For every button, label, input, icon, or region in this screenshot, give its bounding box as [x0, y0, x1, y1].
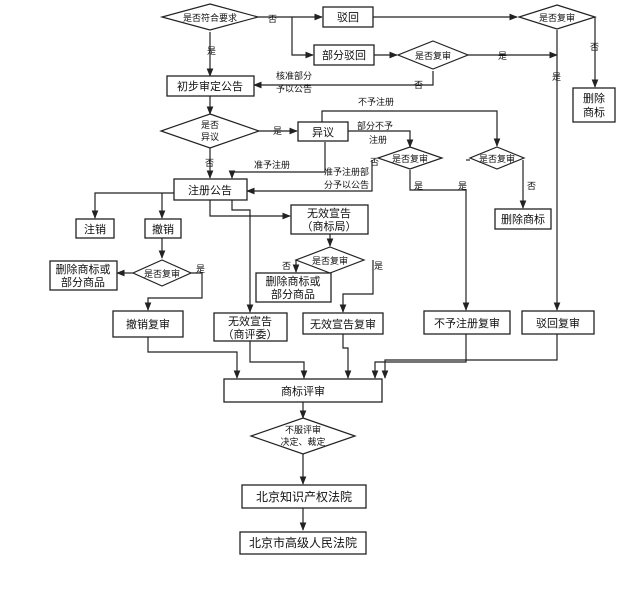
box-reject-review: 驳回复审 [521, 310, 595, 335]
box-delete-mid-text-2: 部分商品 [271, 287, 315, 301]
decision-disagree-text-2: 决定、裁定 [280, 436, 325, 448]
decision-review-reject-text: 是否复审 [539, 12, 575, 24]
decision-review-objection-2-text: 是否复审 [479, 153, 515, 165]
box-revoke-review: 撤销复审 [112, 310, 184, 338]
decision-review-objection-1: 是否复审 [376, 146, 444, 170]
box-delete-mid: 删除商标或 部分商品 [255, 272, 332, 303]
edge-label-no-4: 否 [205, 158, 214, 169]
box-delete-left-text-1: 删除商标或 [56, 262, 111, 276]
edge-label-no-3: 否 [590, 42, 599, 53]
decision-objection: 是否 异议 [159, 113, 261, 149]
box-prelim-text: 初步审定公告 [177, 79, 243, 93]
decision-objection-text-1: 是否 [201, 120, 219, 131]
edge-label-yes-2: 是 [498, 51, 507, 62]
box-register-text: 注册公告 [188, 183, 232, 197]
edge-label-yes-7: 是 [196, 264, 205, 275]
box-bj-ip-court-text: 北京知识产权法院 [256, 490, 352, 504]
box-invalid-board: 无效宣告 （商评委） [213, 312, 288, 342]
decision-review-objection-1-text: 是否复审 [392, 153, 428, 165]
box-partial-reject-text: 部分驳回 [322, 48, 366, 62]
box-invalid-office-text-1: 无效宣告 [307, 206, 351, 220]
box-delete-mark-right-text-1: 删除 [583, 91, 605, 105]
box-delete-mark-mid-text: 删除商标 [501, 212, 545, 226]
edge-label-yes-1: 是 [207, 46, 216, 57]
edge-label-partial-not-1: 部分不予 [357, 120, 393, 132]
box-delete-mark-right-text-2: 商标 [583, 105, 605, 119]
box-noreg-review: 不予注册复审 [423, 310, 511, 335]
decision-objection-text-2: 异议 [201, 132, 219, 143]
box-revoke: 撤销 [144, 218, 182, 239]
decision-review-invalid: 是否复审 [294, 246, 366, 274]
decision-meets-requirements: 是否符合要求 [159, 3, 261, 31]
edge-label-partial-not-2: 注册 [369, 134, 387, 146]
decision-disagree: 不服评审 决定、裁定 [249, 417, 357, 455]
edge-label-no-6: 否 [527, 181, 536, 192]
edge-label-no-2: 否 [414, 80, 423, 91]
edge-label-no-5: 否 [370, 157, 379, 168]
edge-label-approve-partial-2: 分予以公告 [324, 179, 369, 191]
decision-review-revoke: 是否复审 [131, 259, 193, 287]
box-invalid-office-text-2: （商标局） [302, 219, 357, 233]
edge-label-yes-5: 是 [414, 181, 423, 192]
box-partial-reject: 部分驳回 [313, 44, 375, 66]
edge-label-partial-approve-1: 核准部分 [276, 70, 312, 82]
edge-label-no-1: 否 [268, 14, 277, 25]
edge-labels: 否 是 是 否 否 是 核准部分 予以公告 是 否 不予注册 部分不予 注册 准… [196, 14, 599, 275]
box-delete-mark-mid: 删除商标 [494, 208, 552, 230]
box-invalid-review: 无效宣告复审 [302, 312, 384, 335]
box-reject-review-text: 驳回复审 [536, 316, 580, 330]
decision-review-revoke-text: 是否复审 [144, 268, 180, 280]
box-reject-text: 驳回 [337, 11, 359, 24]
box-objection: 异议 [297, 121, 349, 142]
edge-label-yes-4: 是 [273, 126, 282, 137]
box-revoke-review-text: 撤销复审 [126, 317, 170, 331]
decision-review-partial: 是否复审 [396, 40, 470, 70]
box-invalid-review-text: 无效宣告复审 [310, 317, 376, 331]
edge-label-approve-reg: 准予注册 [254, 159, 290, 171]
box-invalid-office: 无效宣告 （商标局） [290, 204, 369, 235]
decision-disagree-text-1: 不服评审 [285, 424, 321, 436]
box-noreg-review-text: 不予注册复审 [434, 316, 500, 330]
box-delete-left: 删除商标或 部分商品 [49, 260, 118, 291]
edge-label-partial-approve-2: 予以公告 [276, 83, 312, 95]
box-cancel: 注销 [75, 218, 115, 239]
edge-label-yes-6: 是 [458, 181, 467, 192]
edge-label-yes-3: 是 [552, 72, 561, 83]
box-register: 注册公告 [173, 178, 248, 201]
box-delete-mid-text-1: 删除商标或 [266, 274, 321, 288]
decision-review-reject: 是否复审 [517, 4, 597, 30]
box-objection-text: 异议 [312, 126, 334, 139]
box-delete-mark-right: 删除 商标 [572, 87, 616, 123]
box-delete-left-text-2: 部分商品 [61, 275, 105, 289]
edge-label-not-register: 不予注册 [358, 96, 394, 108]
decision-review-partial-text: 是否复审 [415, 50, 451, 62]
box-trab-text: 商标评审 [281, 384, 325, 398]
box-bj-high-court-text: 北京市高级人民法院 [249, 535, 357, 550]
box-prelim: 初步审定公告 [166, 75, 255, 97]
connectors [91, 13, 599, 531]
box-bj-ip-court: 北京知识产权法院 [241, 484, 367, 509]
box-trab: 商标评审 [223, 378, 383, 403]
box-invalid-board-text-2: （商评委） [223, 327, 278, 341]
box-reject: 驳回 [322, 6, 374, 28]
edge-label-yes-8: 是 [374, 261, 383, 272]
box-bj-high-court: 北京市高级人民法院 [239, 531, 367, 555]
edge-label-approve-partial-1: 准予注册部 [324, 166, 369, 178]
box-invalid-board-text-1: 无效宣告 [228, 314, 272, 328]
box-revoke-text: 撤销 [152, 222, 174, 236]
edge-label-no-7: 否 [282, 261, 291, 272]
decision-review-invalid-text: 是否复审 [312, 255, 348, 267]
decision-meets-requirements-text: 是否符合要求 [183, 12, 237, 24]
decision-review-objection-2: 是否复审 [468, 146, 526, 170]
box-cancel-text: 注销 [84, 222, 106, 236]
